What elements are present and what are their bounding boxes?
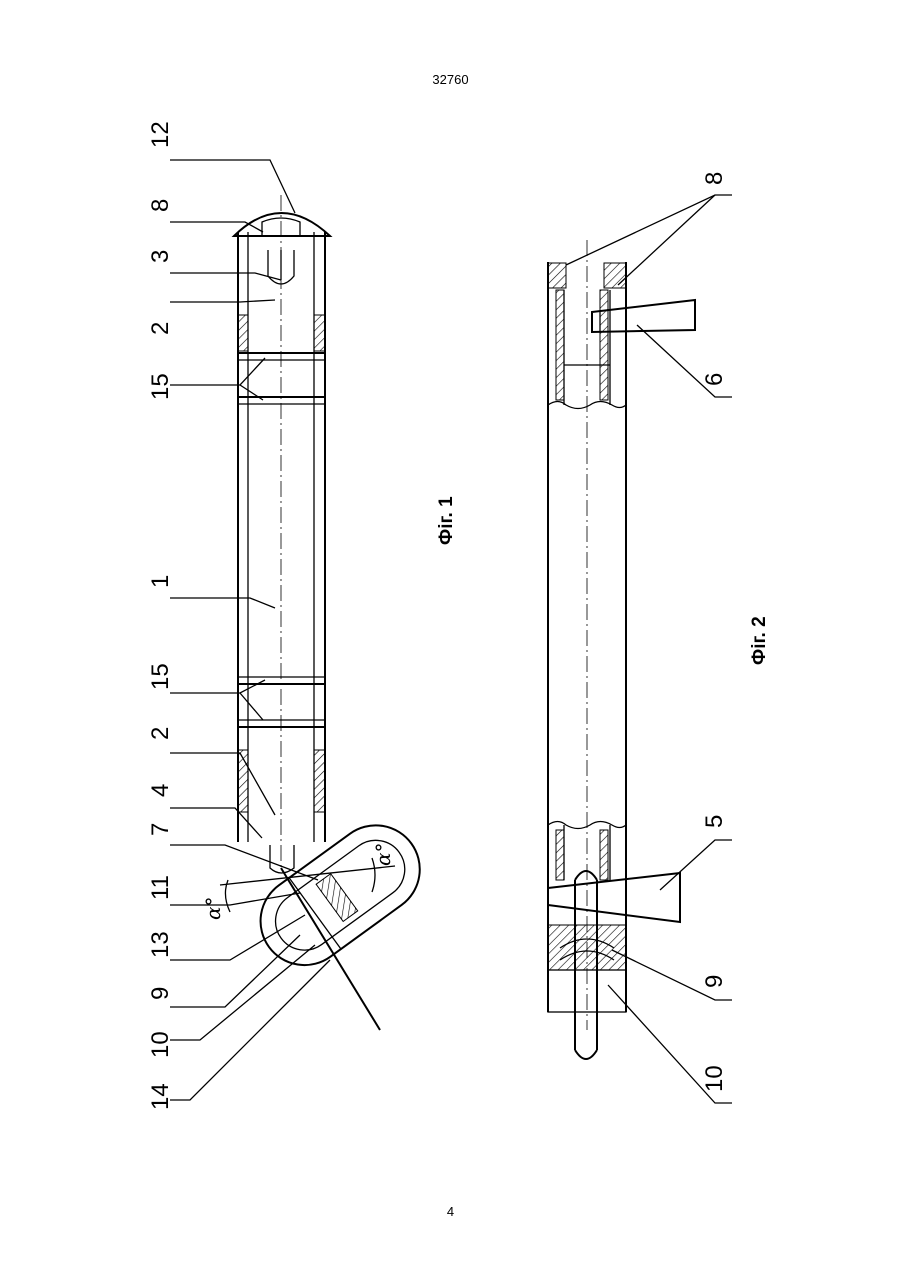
fig1-caption: Фіг. 1 bbox=[436, 496, 457, 545]
fig2-label-8: 8 bbox=[701, 172, 728, 185]
fig1-label-4: 4 bbox=[147, 784, 174, 797]
fig2-end-right bbox=[604, 263, 626, 288]
fig1-label-14: 14 bbox=[147, 1083, 174, 1110]
fig1-label-7: 7 bbox=[147, 823, 174, 836]
fig2-caption: Фіг. 2 bbox=[749, 616, 770, 665]
fig1-label-15-bottom: 15 bbox=[147, 663, 174, 690]
fig1-label-2-bottom: 2 bbox=[147, 727, 174, 740]
fig1-leaders bbox=[170, 160, 330, 1100]
fig1-angle-right: α° bbox=[371, 842, 395, 866]
fig1-insert-top-right bbox=[314, 315, 325, 351]
fig2-lower-sleeve-left bbox=[556, 830, 564, 880]
fig1-hinged-link bbox=[243, 808, 437, 983]
fig1-label-12: 12 bbox=[147, 121, 174, 148]
fig2-sleeve-right bbox=[600, 290, 608, 400]
fig1-label-3: 3 bbox=[147, 250, 174, 263]
fig2-sleeve-left bbox=[556, 290, 564, 400]
fig2-lower-sleeve-right bbox=[600, 830, 608, 880]
fig2-wedge-5 bbox=[548, 873, 680, 922]
fig2-label-10: 10 bbox=[701, 1065, 728, 1092]
fig1-angle-left: α° bbox=[201, 896, 225, 920]
fig1-tube bbox=[238, 195, 325, 870]
fig1-label-9: 9 bbox=[147, 987, 174, 1000]
fig1-rings-lower bbox=[238, 677, 325, 727]
fig1-label-1: 1 bbox=[147, 575, 174, 588]
fig2-label-9: 9 bbox=[701, 975, 728, 988]
fig1-label-2-top: 2 bbox=[147, 322, 174, 335]
fig1-label-11: 11 bbox=[147, 875, 174, 900]
fig2-label-6: 6 bbox=[701, 373, 728, 386]
fig1-rings-upper bbox=[238, 353, 325, 404]
fig1-label-15-top: 15 bbox=[147, 373, 174, 400]
figure-1: α° α° 12 8 3 2 15 1 15 2 bbox=[147, 121, 457, 1110]
fig2-label-5: 5 bbox=[701, 815, 728, 828]
fig1-label-13: 13 bbox=[147, 931, 174, 958]
figure-2: 8 6 5 9 10 Фіг. 2 bbox=[548, 172, 770, 1103]
fig1-label-8: 8 bbox=[147, 199, 174, 212]
fig1-label-10: 10 bbox=[147, 1031, 174, 1058]
fig1-insert-top-left bbox=[238, 315, 248, 351]
fig2-end-left bbox=[548, 263, 566, 288]
fig1-insert-bottom-right bbox=[314, 750, 325, 812]
